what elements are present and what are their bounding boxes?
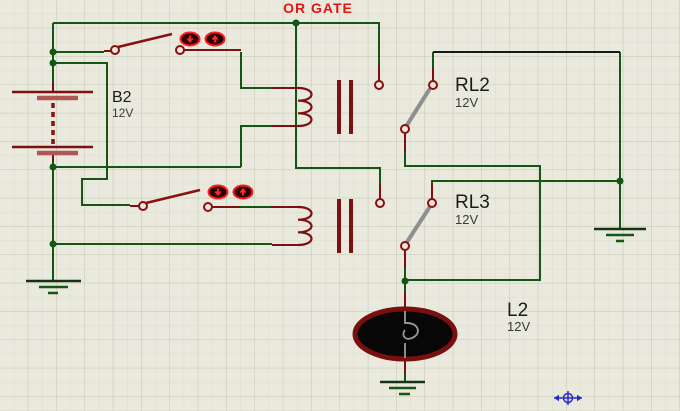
- lamp-value-label: 12V: [507, 319, 530, 334]
- wire-switch1-to-coil1[interactable]: [240, 52, 272, 89]
- relay-coil-2[interactable]: [297, 199, 353, 253]
- relay-rl2-ref-label: RL2: [455, 75, 490, 96]
- junction-dot: [49, 240, 57, 248]
- junction-dot: [49, 48, 57, 56]
- wire-rail-to-contact2[interactable]: [295, 23, 381, 184]
- battery-ref-label: B2: [112, 89, 132, 106]
- wire-coil1-return[interactable]: [240, 125, 272, 167]
- wire-gnd-to-contact2[interactable]: [431, 180, 620, 184]
- switch1-toggle-down-button[interactable]: [179, 31, 201, 47]
- wires: [52, 22, 621, 381]
- wire-contact1-pole-to-lamp[interactable]: [404, 152, 541, 281]
- ground-symbol-battery[interactable]: [26, 279, 81, 295]
- arrow-down-icon: [186, 35, 194, 44]
- junction-dot: [292, 19, 300, 27]
- relay-contact-rl2[interactable]: [374, 80, 438, 134]
- wire-top-rail[interactable]: [53, 22, 380, 66]
- arrow-up-icon: [239, 187, 247, 196]
- relay-contact-rl3[interactable]: [375, 198, 437, 251]
- ground-symbol-right[interactable]: [594, 227, 646, 243]
- junction-dots: [49, 19, 624, 285]
- component-pins: [52, 49, 434, 374]
- arrow-down-icon: [214, 188, 222, 197]
- relay-coil-1[interactable]: [297, 80, 353, 134]
- switch-1[interactable]: [110, 32, 185, 55]
- junction-dot: [401, 277, 409, 285]
- switch2-toggle-up-button[interactable]: [232, 184, 254, 200]
- ground-symbol-lamp[interactable]: [380, 380, 425, 396]
- battery-value-label: 12V: [112, 106, 133, 120]
- arrow-up-icon: [211, 34, 219, 43]
- wire-switch2-feed[interactable]: [53, 62, 130, 206]
- origin-marker-icon[interactable]: [554, 391, 582, 405]
- relay-rl3-ref-label: RL3: [455, 192, 490, 213]
- battery-b2[interactable]: [12, 90, 93, 156]
- lamp-filament: [402, 311, 419, 358]
- lamp-ref-label: L2: [507, 300, 528, 321]
- switch-2[interactable]: [138, 188, 213, 212]
- contact-lever: [405, 88, 431, 127]
- junction-dot: [49, 163, 57, 171]
- junction-dot: [616, 177, 624, 185]
- switch1-toggle-up-button[interactable]: [204, 31, 226, 47]
- lamp-l2[interactable]: [352, 306, 458, 362]
- schematic-title: OR GATE: [283, 0, 353, 16]
- junction-dot: [49, 59, 57, 67]
- relay-rl2-value-label: 12V: [455, 95, 478, 110]
- switch2-toggle-down-button[interactable]: [207, 184, 229, 200]
- relay-rl3-value-label: 12V: [455, 212, 478, 227]
- contact-lever: [405, 206, 431, 244]
